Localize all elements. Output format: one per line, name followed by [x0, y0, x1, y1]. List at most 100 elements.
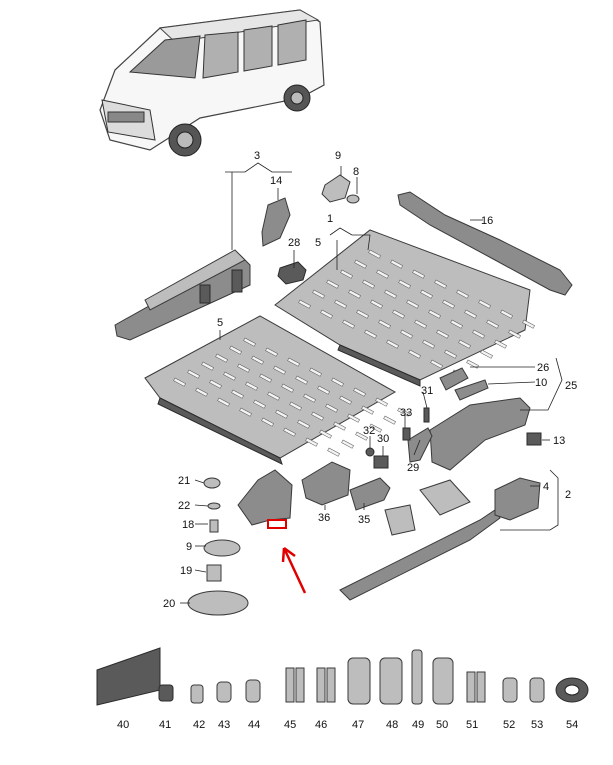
part-46-cartridge	[316, 667, 326, 703]
part-53-cap	[529, 677, 545, 703]
label-29: 29	[407, 462, 419, 474]
label-48: 48	[386, 719, 398, 731]
label-45: 45	[284, 719, 296, 731]
leader-lines	[180, 162, 563, 604]
part-13-clip	[526, 432, 542, 446]
label-9: 9	[335, 150, 341, 162]
label-18: 18	[182, 519, 194, 531]
floor-slot	[364, 329, 377, 339]
floor-slot	[444, 349, 457, 359]
part-47-cartridge	[347, 657, 371, 705]
floor-slot	[406, 299, 419, 309]
floor-slot	[297, 419, 310, 429]
floor-slot	[187, 369, 200, 379]
label-50: 50	[436, 719, 448, 731]
label-8: 8	[353, 166, 359, 178]
floor-slot	[392, 309, 405, 319]
floor-slot	[303, 393, 316, 403]
label-16: 16	[481, 215, 493, 227]
floor-slot	[317, 385, 330, 395]
floor-slot	[414, 319, 427, 329]
floor-slot	[333, 421, 346, 431]
floor-slot	[434, 279, 447, 289]
part-41-plug	[158, 684, 174, 702]
part-52-cap	[502, 677, 518, 703]
label-22: 22	[178, 500, 190, 512]
floor-slot	[353, 387, 366, 397]
floor-slot	[287, 357, 300, 367]
floor-slot	[295, 375, 308, 385]
floor-slot	[245, 381, 258, 391]
floor-slot	[386, 339, 399, 349]
floor-slot	[369, 423, 382, 433]
part-number-labels: 3 14 9 8 1 28 5 16 5 26 10 25 31 33 32 3…	[117, 150, 578, 731]
part-29-bracket	[407, 427, 433, 463]
label-49: 49	[412, 719, 424, 731]
floor-slot	[320, 309, 333, 319]
label-53: 53	[531, 719, 543, 731]
label-4: 4	[543, 481, 549, 493]
part-25-wheel-arch	[429, 397, 531, 471]
floor-slot	[309, 367, 322, 377]
floor-slot	[376, 269, 389, 279]
floor-slot	[398, 279, 411, 289]
label-5-top: 5	[315, 237, 321, 249]
label-36: 36	[318, 512, 330, 524]
label-43: 43	[218, 719, 230, 731]
floor-slot	[442, 299, 455, 309]
floor-slot	[361, 405, 374, 415]
floor-slot	[340, 269, 353, 279]
part-50-cartridge	[432, 657, 454, 705]
label-9-lower: 9	[186, 541, 192, 553]
part-49-cartridge	[411, 649, 423, 705]
part-10-bracket	[454, 379, 489, 401]
floor-slot	[478, 299, 491, 309]
part-42-plug	[190, 684, 204, 704]
floor-slot	[229, 345, 242, 355]
floor-slot	[368, 249, 381, 259]
label-41: 41	[159, 719, 171, 731]
floor-slot	[508, 329, 521, 339]
part-9-cap	[203, 539, 241, 557]
floor-slot	[265, 347, 278, 357]
floor-slot	[390, 259, 403, 269]
part-19-spacer	[206, 564, 222, 582]
floor-slot	[326, 279, 339, 289]
floor-slot	[408, 349, 421, 359]
floor-slot	[281, 383, 294, 393]
label-3: 3	[254, 150, 260, 162]
floor-slot	[428, 309, 441, 319]
part-16-rail	[397, 191, 573, 296]
label-40: 40	[117, 719, 129, 731]
part-18-bolt	[209, 519, 219, 533]
floor-slot	[378, 319, 391, 329]
floor-slot	[243, 337, 256, 347]
part-8-grommet	[346, 194, 360, 204]
floor-slot	[261, 417, 274, 427]
label-19: 19	[180, 565, 192, 577]
highlight-arrow	[282, 547, 307, 594]
label-21: 21	[178, 475, 190, 487]
floor-slot	[420, 289, 433, 299]
floor-slot	[480, 349, 493, 359]
floor-slot	[430, 359, 443, 369]
side-member	[114, 249, 251, 341]
label-10: 10	[535, 377, 547, 389]
floor-slot	[312, 289, 325, 299]
part-35-bracket	[349, 477, 391, 511]
floor-slot	[289, 401, 302, 411]
part-48-cartridge	[379, 657, 403, 705]
floor-slot	[355, 431, 368, 441]
floor-slot	[237, 363, 250, 373]
part-36-bracket	[301, 461, 351, 506]
floor-slot	[362, 279, 375, 289]
floor-slot	[347, 413, 360, 423]
part-21-screw	[203, 477, 221, 489]
label-35: 35	[358, 514, 370, 526]
floor-slot	[422, 339, 435, 349]
part-14-bracket	[261, 197, 291, 247]
label-44: 44	[248, 719, 260, 731]
floor-slot	[325, 403, 338, 413]
floor-slot	[494, 339, 507, 349]
